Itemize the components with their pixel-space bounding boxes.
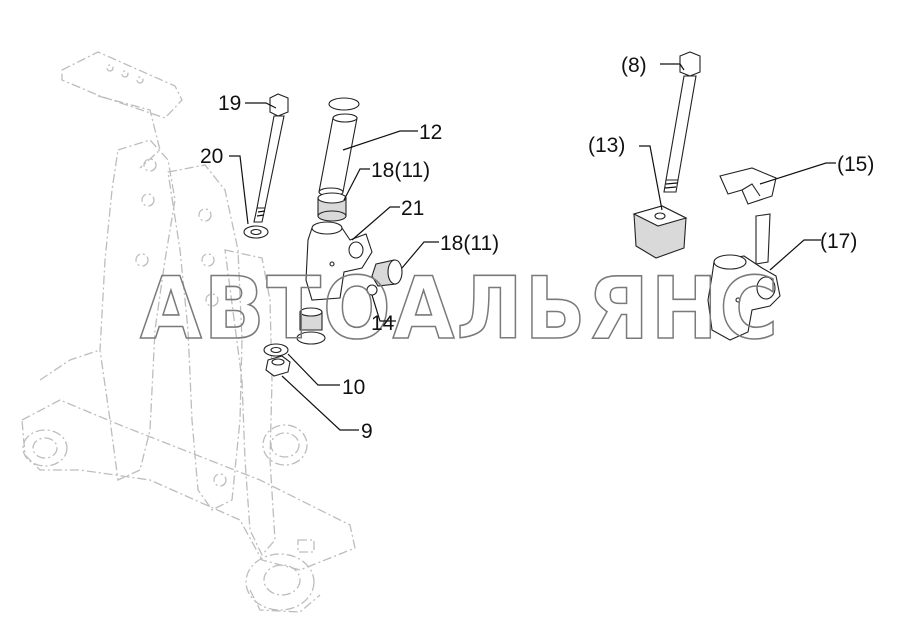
callout-20: 20 [200,145,223,168]
part-15-clip [719,167,777,205]
part-18-upper-bushing [317,192,347,222]
callout-13: (13) [588,134,625,157]
part-9-nut [265,355,291,377]
leader-lines [229,63,836,431]
part-8-bolt [663,51,701,193]
callout-19: 19 [218,92,241,115]
part-12-sleeve [318,97,360,197]
part-20-washer [243,225,269,239]
part-13-cushion-block [632,205,688,259]
callout-21: 21 [401,197,424,220]
bracket-frame [21,51,356,613]
watermark-text: АВТОАЛЬЯНС [140,259,780,359]
callout-14: 14 [371,312,395,335]
part-19-bolt [253,93,289,223]
callout-9: 9 [361,420,373,443]
part-18-right-bushing [371,259,403,287]
callout-15: (15) [837,153,874,176]
callout-12: 12 [419,121,442,144]
callout-labels: (8) (13) (15) (17) 19 20 12 18(11) 21 18… [200,54,874,443]
part-17-hook [707,213,781,341]
callout-10: 10 [342,376,365,399]
part-10-washer [263,343,289,357]
callout-17: (17) [820,230,857,253]
part-14-pin [296,284,378,345]
callout-18-upper: 18(11) [371,159,430,182]
callout-8: (8) [621,54,647,77]
part-21-swivel-block [305,221,373,301]
callout-18-right: 18(11) [440,232,499,255]
